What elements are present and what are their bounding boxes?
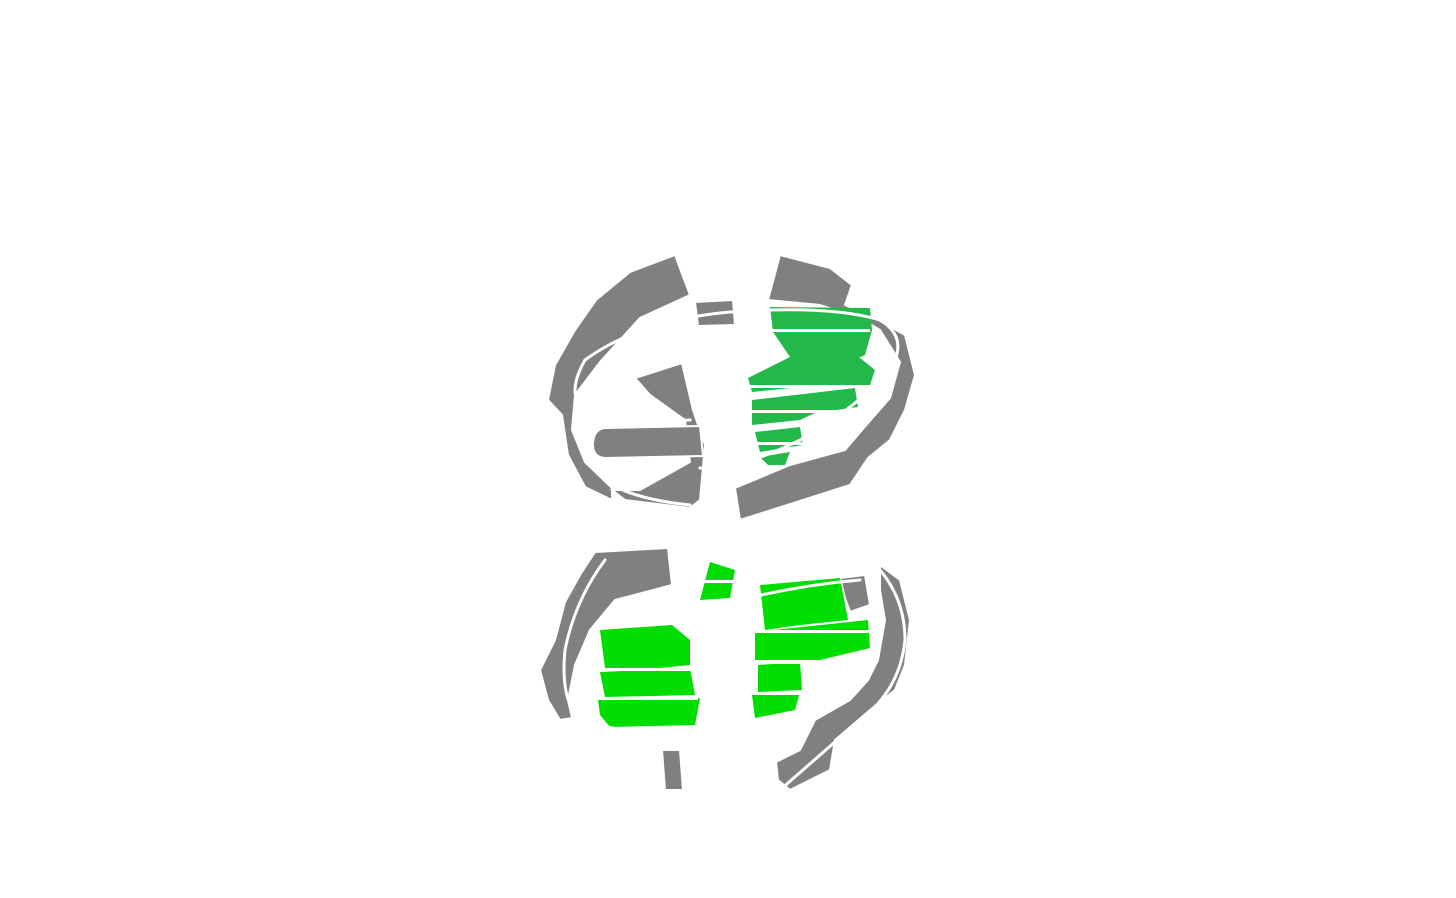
bottom-ring-shape bbox=[538, 546, 912, 792]
bottom-right-inner-fragment bbox=[838, 573, 872, 614]
top-ring-shape bbox=[546, 253, 917, 522]
bottom-ring-outline-right bbox=[778, 568, 907, 792]
top-ring-outline-lower bbox=[573, 358, 692, 423]
bottom-ring-outline bbox=[562, 558, 692, 732]
top-ring-outline bbox=[583, 308, 900, 470]
bottom-left-outer-fragment bbox=[538, 546, 674, 722]
bottom-left-stem bbox=[660, 749, 685, 791]
top-green-fill bbox=[748, 307, 875, 465]
bottom-green-fill bbox=[598, 562, 870, 727]
bottom-right-outer-fragment bbox=[774, 563, 912, 792]
top-handle-bar bbox=[591, 424, 705, 460]
